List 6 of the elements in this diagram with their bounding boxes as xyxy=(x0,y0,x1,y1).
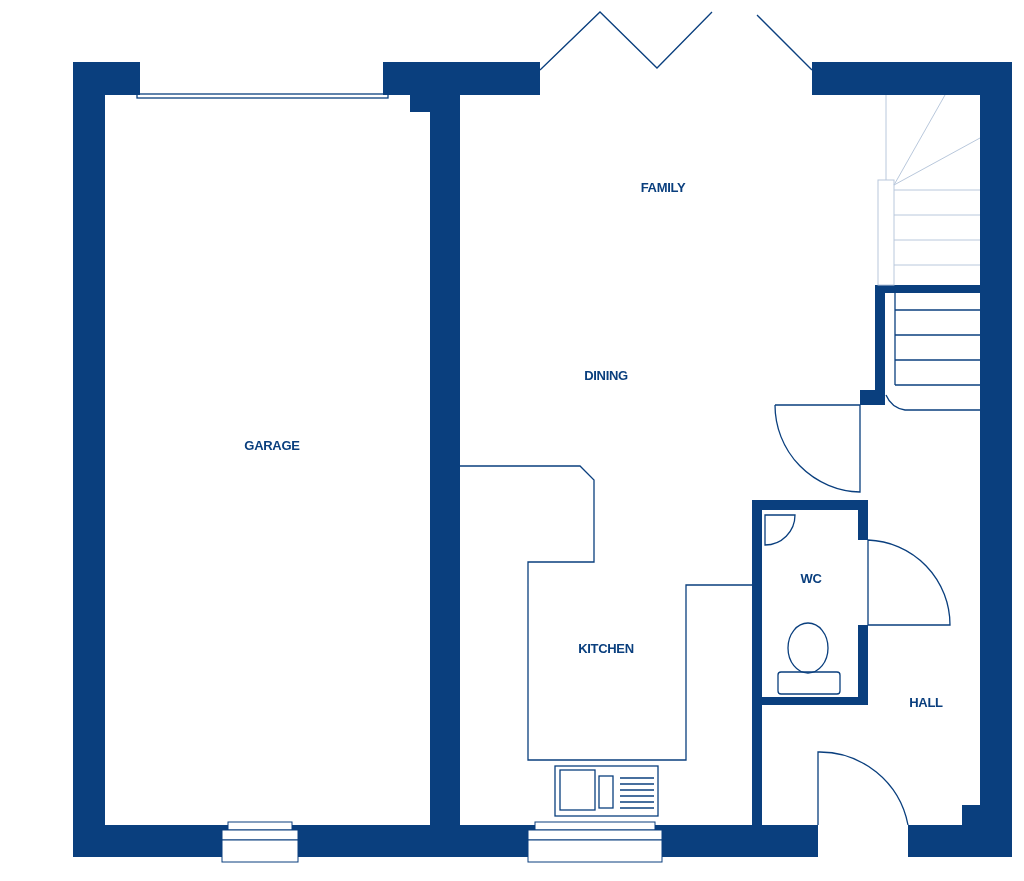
room-label: WC xyxy=(800,570,822,586)
room-label: HALL xyxy=(909,694,943,710)
room-label: FAMILY xyxy=(640,179,686,195)
room-label: KITCHEN xyxy=(578,640,634,656)
room-label: GARAGE xyxy=(244,437,300,453)
room-label: DINING xyxy=(584,367,628,383)
